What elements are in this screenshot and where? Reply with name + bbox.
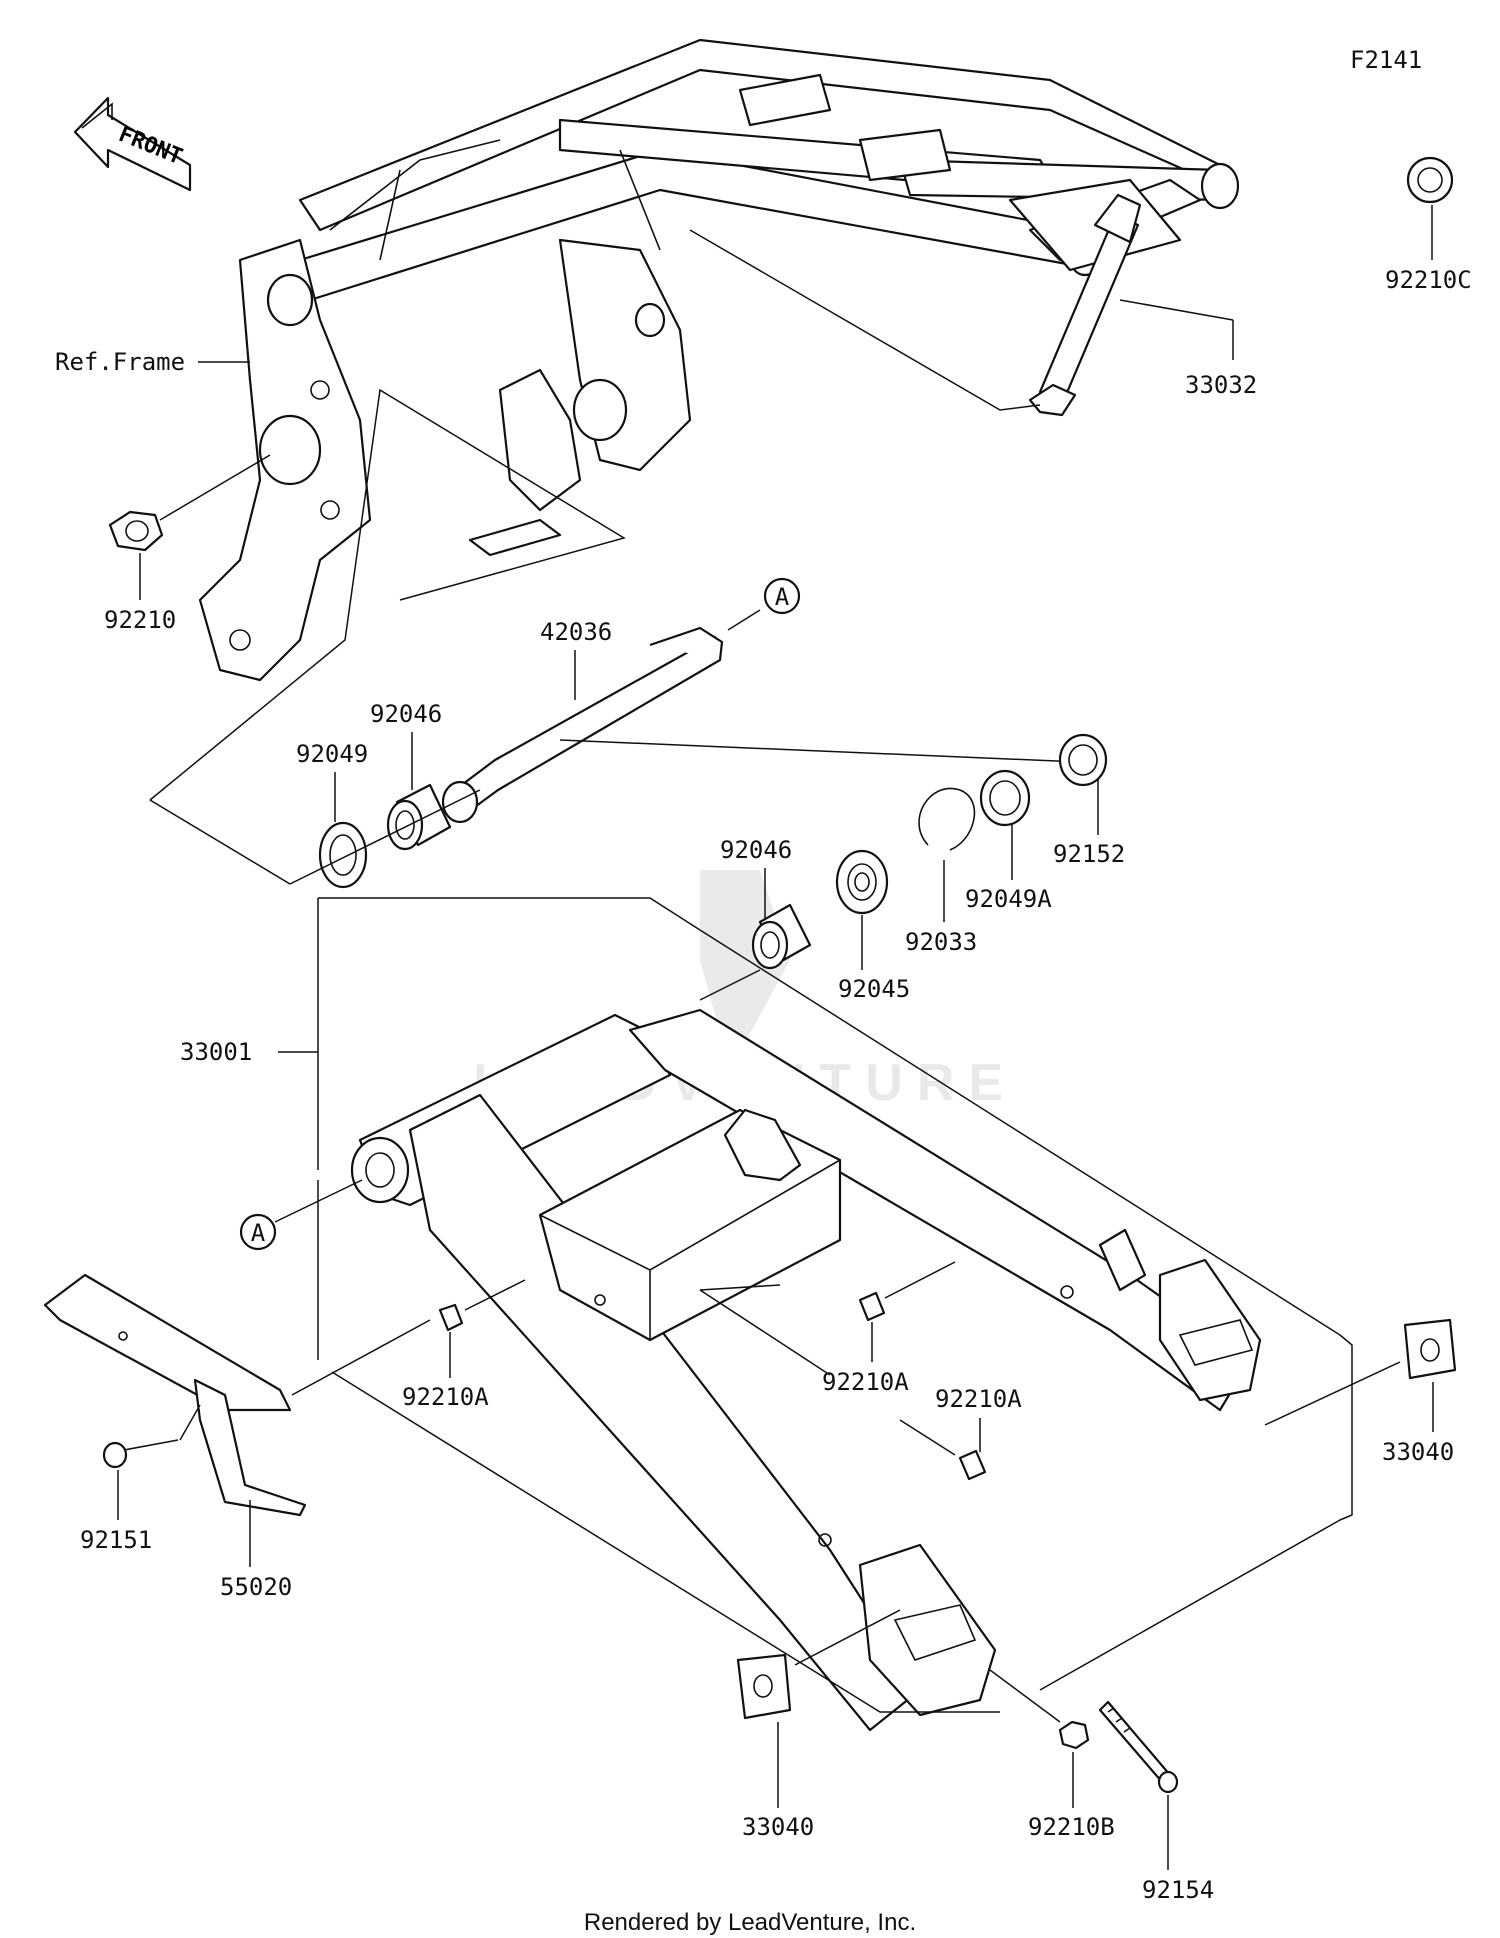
part-42036-drawing [441, 626, 724, 824]
part-label-92046-left: 92046 [370, 700, 442, 728]
leader-92210A-mid-b [884, 1261, 956, 1299]
part-92210B-drawing [1058, 1720, 1090, 1750]
leader-ref-a-bottom [274, 1179, 363, 1223]
swingarm-bracket-top-right [699, 929, 1341, 1336]
part-92049-left-drawing [318, 821, 368, 889]
leader-92210-frame [159, 454, 271, 521]
part-33040-left-drawing [736, 1653, 792, 1720]
part-92046-right-drawing [751, 903, 812, 970]
leader-92046-right-axis [699, 969, 761, 1001]
pivot-inset-line-1 [149, 799, 291, 885]
part-label-92210A-right: 92210A [935, 1385, 1022, 1413]
part-55020-chain-guard-drawing [43, 1273, 307, 1517]
diagram-code: F2141 [1350, 46, 1422, 74]
ref-frame-drawing [198, 38, 1240, 682]
part-label-42036: 42036 [540, 618, 612, 646]
part-label-92210C: 92210C [1385, 266, 1472, 294]
part-92045-drawing [835, 849, 889, 915]
part-label-33001: 33001 [180, 1038, 252, 1066]
leader-33032-frame [689, 229, 1041, 411]
part-label-92049A: 92049A [965, 885, 1052, 913]
part-label-92210: 92210 [104, 606, 176, 634]
frame-inset-outline [149, 388, 626, 801]
part-92210A-left-drawing [438, 1303, 464, 1332]
leader-92210B-b [989, 1669, 1061, 1723]
part-92210A-mid-drawing [858, 1291, 886, 1322]
footer-credit: Rendered by LeadVenture, Inc. [584, 1909, 916, 1936]
leader-42036-a [727, 609, 761, 631]
part-92210C-drawing [1406, 156, 1454, 204]
part-92210A-right-drawing [958, 1449, 987, 1481]
part-label-92210B: 92210B [1028, 1813, 1115, 1841]
part-92049A-drawing [979, 769, 1031, 827]
part-label-92045: 92045 [838, 975, 910, 1003]
part-label-92154: 92154 [1142, 1876, 1214, 1904]
swingarm-bracket-top [318, 897, 701, 931]
part-label-33032: 33032 [1185, 371, 1257, 399]
part-92154-drawing [1098, 1700, 1179, 1794]
ref-marker-a-top: A [763, 577, 801, 615]
part-92151-drawing [102, 1439, 179, 1469]
part-label-92152: 92152 [1053, 840, 1125, 868]
ref-frame-label: Ref.Frame [55, 348, 185, 376]
part-label-92033: 92033 [905, 928, 977, 956]
part-33040-right-drawing [1403, 1318, 1457, 1380]
part-92152-drawing [1058, 733, 1108, 787]
leader-92210A-right-b [899, 1419, 956, 1456]
part-92210-drawing [108, 510, 164, 552]
pivot-inset-line-2 [289, 789, 481, 885]
part-label-33040-left: 33040 [742, 1813, 814, 1841]
part-label-55020: 55020 [220, 1573, 292, 1601]
swingarm-bracket-bottom [331, 1371, 1000, 1713]
part-label-92210A-left: 92210A [402, 1383, 489, 1411]
leader-55020-b [291, 1319, 431, 1396]
part-33001-swingarm-drawing [350, 1008, 1262, 1732]
ref-marker-a-bottom-label: A [251, 1219, 266, 1247]
part-label-33040-right: 33040 [1382, 1438, 1454, 1466]
leader-33032-b [1119, 299, 1234, 321]
swingarm-bracket-right [1339, 1334, 1353, 1521]
part-label-92049: 92049 [296, 740, 368, 768]
part-92033-drawing [918, 787, 976, 851]
swingarm-bracket-bottom-right [1039, 1519, 1341, 1691]
part-label-92210A-mid: 92210A [822, 1368, 909, 1396]
part-label-92151: 92151 [80, 1526, 152, 1554]
part-label-92046-right: 92046 [720, 836, 792, 864]
front-arrow-icon: FRONT [73, 96, 192, 192]
leader-33040-left-b [794, 1609, 901, 1666]
leader-33040-right-b [1264, 1361, 1401, 1426]
ref-marker-a-bottom: A [239, 1213, 277, 1251]
part-33032-drawing [1028, 193, 1142, 417]
ref-marker-a-top-label: A [775, 583, 790, 611]
leader-92210A-mid-c [699, 1284, 831, 1376]
pivot-inset-line-3 [559, 739, 1081, 763]
leader-92210A-left-b [464, 1279, 526, 1311]
leader-92151-b [179, 1404, 201, 1441]
part-92046-left-drawing [386, 783, 452, 851]
